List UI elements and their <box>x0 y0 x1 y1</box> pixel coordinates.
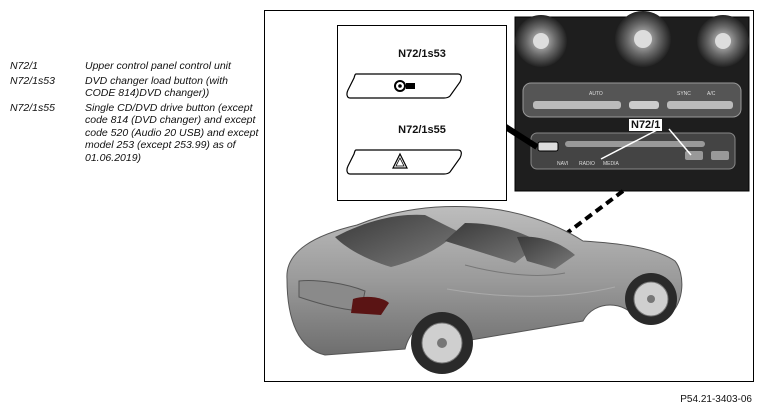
panel-label-auto: AUTO <box>589 91 603 97</box>
callout-label-s55: N72/1s55 <box>398 124 446 136</box>
cd-dvd-drive-button <box>346 149 462 175</box>
legend-description: Upper control panel control unit <box>85 60 231 72</box>
legend-list: N72/1 Upper control panel control unit N… <box>10 60 260 166</box>
dashboard-photo <box>514 11 750 192</box>
legend-description: Single CD/DVD drive button (except code … <box>85 101 259 164</box>
button-callout-box: N72/1s53 N72/1s55 <box>337 25 507 201</box>
callout-label-s53: N72/1s53 <box>398 48 446 60</box>
panel-label-sync: SYNC <box>677 91 691 97</box>
figure-reference: P54.21-3403-06 <box>680 394 752 405</box>
legend-code: N72/1 <box>10 60 39 72</box>
car-body <box>286 206 683 374</box>
car-illustration <box>286 11 750 374</box>
legend-code: N72/1s55 <box>10 101 55 114</box>
legend-row-n72-1: N72/1 Upper control panel control unit <box>10 60 260 73</box>
legend-description: DVD changer load button (with CODE 814)D… <box>85 74 228 100</box>
legend-row-n72-1s55: N72/1s55 Single CD/DVD drive button (exc… <box>10 102 260 165</box>
dvd-changer-button <box>346 73 462 99</box>
legend-code: N72/1s53 <box>10 74 55 87</box>
legend-row-n72-1s53: N72/1s53 DVD changer load button (with C… <box>10 75 260 100</box>
panel-label-ac: A/C <box>707 91 716 97</box>
panel-label-navi: NAVI <box>557 161 569 167</box>
panel-label-media: MEDIA <box>603 161 619 167</box>
callout-label-n72-1: N72/1 <box>629 119 663 131</box>
illustration-frame: N72/1s53 N72/1s55 N72/1 NAVI RADIO MEDIA… <box>264 10 754 382</box>
panel-label-radio: RADIO <box>579 161 595 167</box>
